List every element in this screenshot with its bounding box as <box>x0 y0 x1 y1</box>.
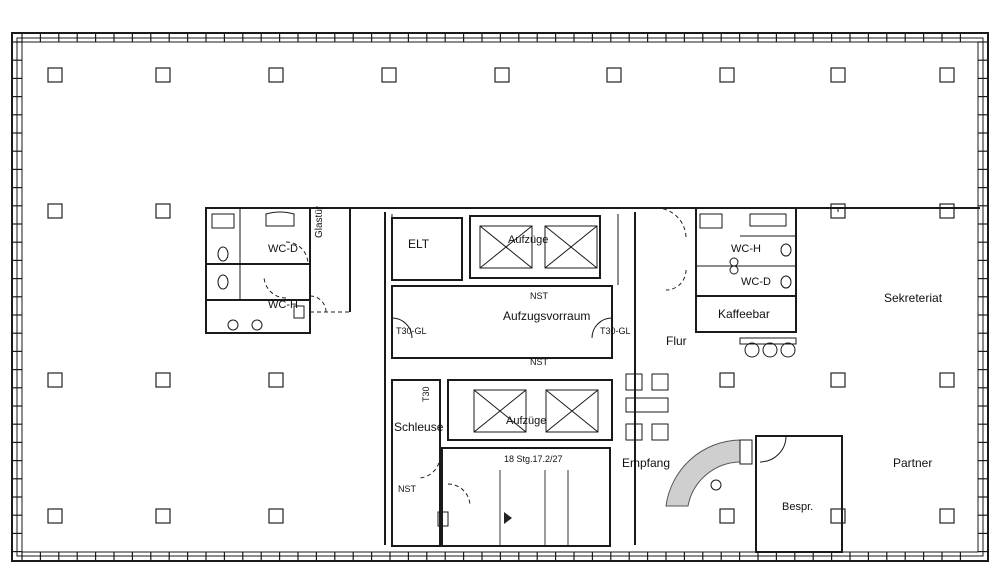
label-aufzuege-top: Aufzüge <box>508 234 548 246</box>
structural-column <box>939 508 955 524</box>
label-glastuer: Glastür <box>314 205 325 238</box>
label-nst-bottom: NST <box>398 484 417 494</box>
window-mullions <box>12 33 988 561</box>
label-schleuse: Schleuse <box>394 420 444 434</box>
label-flur: Flur <box>666 334 687 348</box>
label-aufzugsvorraum: Aufzugsvorraum <box>503 309 590 323</box>
label-nst-mid: NST <box>530 357 549 367</box>
structural-column <box>268 67 284 83</box>
central-core <box>310 207 980 547</box>
label-stair-note: 18 Stg.17.2/27 <box>504 454 563 464</box>
wc-block-left <box>205 207 350 334</box>
label-bespr: Bespr. <box>782 501 813 513</box>
structural-column <box>939 67 955 83</box>
structural-column <box>719 67 735 83</box>
label-elt: ELT <box>408 237 430 251</box>
staircase <box>499 470 569 545</box>
structural-column <box>268 508 284 524</box>
label-t30gl-right: T30-GL <box>600 326 631 336</box>
structural-column <box>939 372 955 388</box>
label-empfang: Empfang <box>622 456 670 470</box>
label-wc-h-left: WC-H <box>268 299 298 311</box>
structural-column <box>155 372 171 388</box>
wc-block-right <box>655 207 797 358</box>
label-wc-d-left: WC-D <box>268 243 298 255</box>
label-wc-d-right: WC-D <box>741 276 771 288</box>
structural-column <box>47 203 63 219</box>
label-partner: Partner <box>893 456 932 470</box>
structural-column <box>268 372 284 388</box>
structural-column <box>606 67 622 83</box>
structural-column <box>155 67 171 83</box>
label-kaffeebar: Kaffeebar <box>718 307 770 321</box>
structural-column <box>494 67 510 83</box>
label-t30gl-left: T30-GL <box>396 326 427 336</box>
structural-column <box>47 508 63 524</box>
label-sekreteriat: Sekreteriat <box>884 291 943 305</box>
label-wc-h-right: WC-H <box>731 243 761 255</box>
reception <box>625 373 753 507</box>
structural-column <box>830 67 846 83</box>
label-nst-top: NST <box>530 291 549 301</box>
label-t30: T30 <box>421 386 431 402</box>
structural-column <box>155 203 171 219</box>
structural-column <box>719 372 735 388</box>
label-aufzuege-bottom: Aufzüge <box>506 415 546 427</box>
structural-column <box>155 508 171 524</box>
room-labels: Glastür ELT Aufzüge WC-D WC-H WC-H WC-D … <box>268 205 943 513</box>
meeting-room <box>755 435 843 553</box>
structural-column <box>830 372 846 388</box>
structural-columns <box>47 67 955 524</box>
structural-column <box>381 67 397 83</box>
structural-column <box>719 508 735 524</box>
structural-column <box>47 67 63 83</box>
structural-column <box>939 203 955 219</box>
structural-column <box>47 372 63 388</box>
